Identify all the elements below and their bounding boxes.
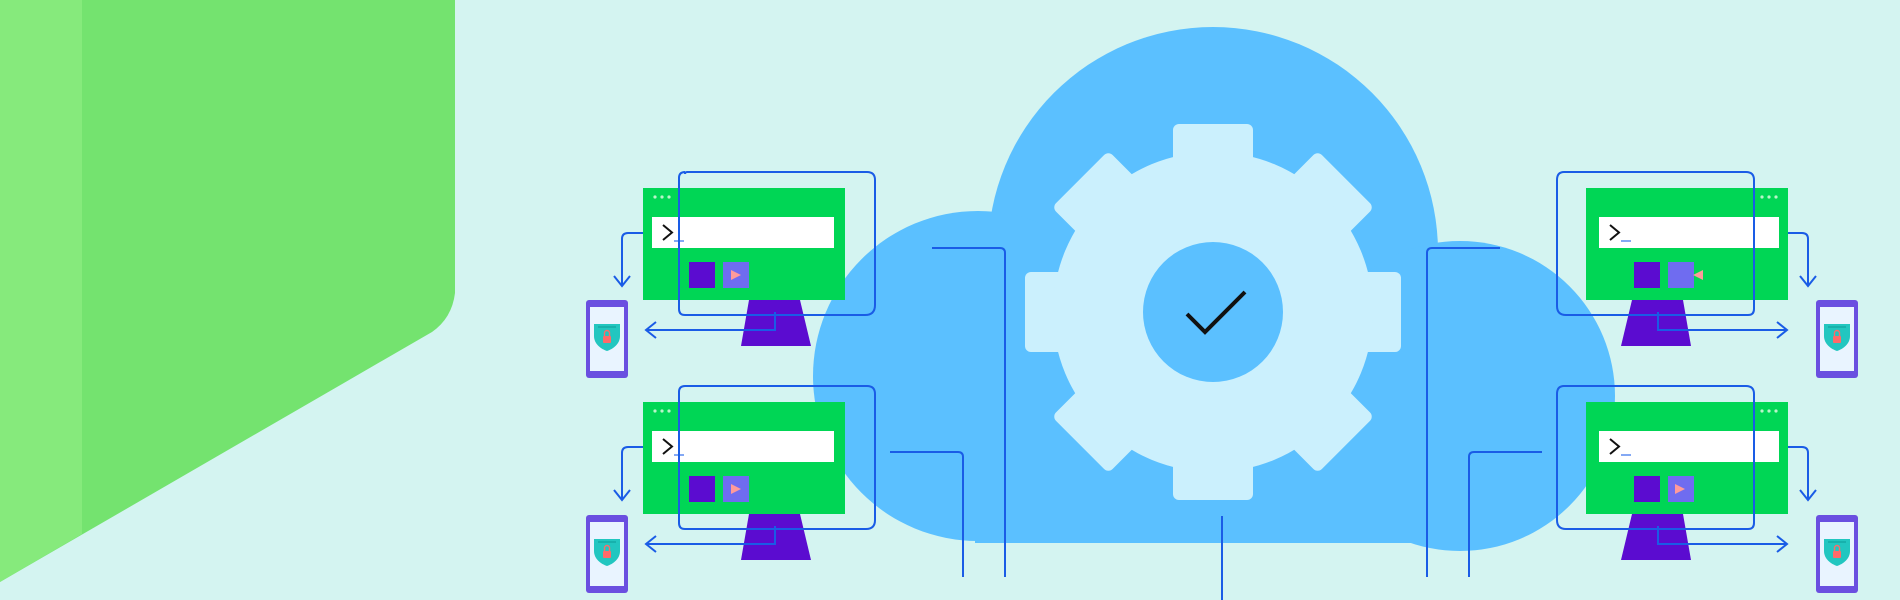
play-icon	[1675, 484, 1685, 494]
workstation-top-right	[1556, 171, 1859, 379]
play-icon	[1693, 270, 1703, 280]
green-panel	[0, 0, 455, 582]
terminal-prompt-icon	[662, 438, 674, 455]
terminal-prompt-icon	[662, 224, 674, 241]
workstation-top-left	[585, 171, 876, 379]
workstation-bottom-right	[1556, 385, 1859, 594]
checkmark-icon	[1185, 290, 1247, 335]
terminal-prompt-icon	[1609, 224, 1621, 241]
terminal-prompt-icon	[1609, 438, 1621, 455]
play-icon	[731, 270, 741, 280]
workstation-bottom-left	[585, 385, 876, 594]
play-icon	[731, 484, 741, 494]
connector-lines	[890, 247, 1542, 600]
gear-icon	[1025, 124, 1401, 500]
